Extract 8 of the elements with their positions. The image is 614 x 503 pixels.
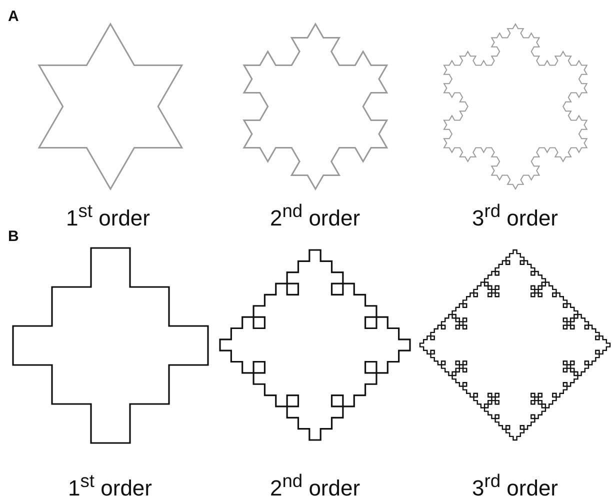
order-caption: 1$^{st}$ order xyxy=(66,200,150,232)
order-caption: 2$^{nd}$ order xyxy=(270,470,360,502)
panel-letter: B xyxy=(8,228,19,245)
order-caption: 2$^{nd}$ order xyxy=(270,200,360,232)
order-caption: 1$^{st}$ order xyxy=(68,470,152,502)
order-caption: 3$^{rd}$ order xyxy=(472,200,558,232)
panel-letter: A xyxy=(8,8,19,25)
order-caption: 3$^{rd}$ order xyxy=(472,470,558,502)
